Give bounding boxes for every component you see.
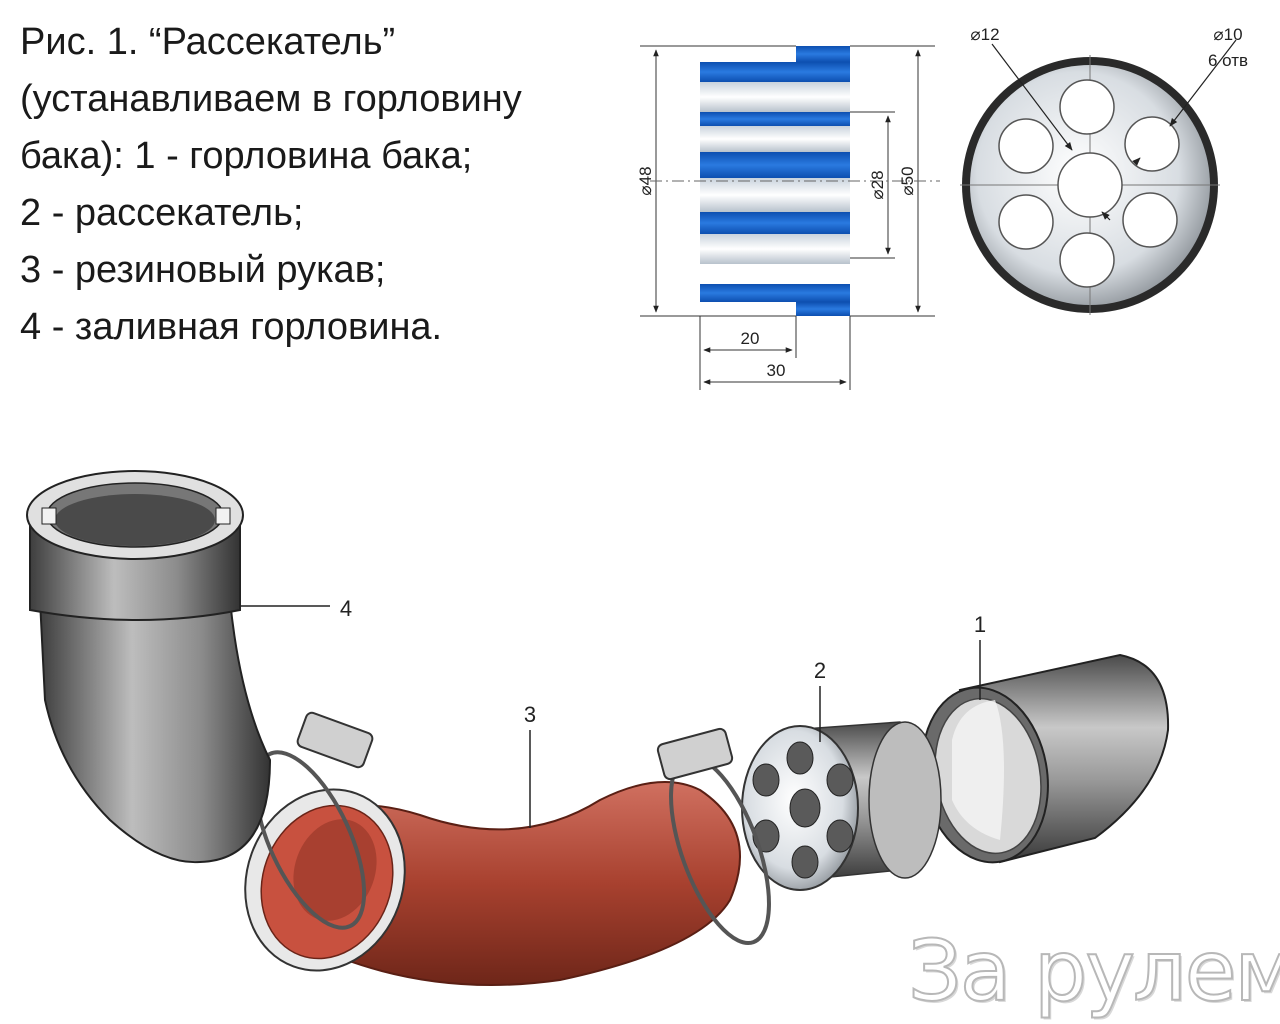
outer-hole: [1122, 192, 1178, 248]
tank-neck-pipe: [921, 653, 1170, 864]
callout-1: 1: [974, 612, 986, 637]
splitter-stripe: [700, 264, 850, 284]
watermark-logo: За рулем: [907, 922, 1280, 1020]
caption-line-3: бака): 1 - горловина бака;: [20, 135, 473, 177]
outer-hole: [1059, 79, 1115, 135]
hose-clamp-left: [253, 711, 374, 930]
dim-d12-label: ⌀12: [970, 25, 999, 44]
dim-d48-label: ⌀48: [636, 166, 655, 195]
center-hole: [1057, 152, 1123, 218]
dim-len20-label: 20: [741, 329, 760, 348]
splitter-side-view: ⌀48 ⌀28 ⌀50 20 30: [636, 45, 940, 390]
dim-len30-label: 30: [767, 361, 786, 380]
disc-holes: [998, 79, 1180, 288]
callout-3: 3: [524, 702, 536, 727]
splitter-stripe: [700, 152, 850, 178]
outer-hole: [998, 194, 1054, 250]
splitter-stripe: [700, 82, 850, 112]
outer-hole: [1059, 232, 1115, 288]
figure-caption: Рис. 1. “Рассекатель” (устанавливаем в г…: [20, 14, 640, 356]
splitter-stripe: [700, 234, 850, 264]
dim-d28-label: ⌀28: [868, 170, 887, 199]
dim-d10-label: ⌀10: [1213, 25, 1242, 44]
assembly-illustration: 4 3 2 1: [26, 470, 1170, 986]
holes-count-label: 6 отв: [1208, 51, 1248, 70]
caption-line-5: 3 - резиновый рукав;: [20, 249, 386, 291]
caption-line-1: Рис. 1. “Рассекатель”: [20, 21, 396, 63]
callout-2: 2: [814, 658, 826, 683]
splitter-stripe: [700, 178, 850, 212]
outer-hole: [998, 118, 1054, 174]
splitter-stripe: [700, 284, 850, 302]
splitter-stripe: [700, 126, 850, 152]
splitter-stripe: [796, 302, 850, 316]
splitter-stripe: [700, 112, 850, 126]
splitter-stripe: [700, 62, 850, 82]
dim-d50-label: ⌀50: [898, 166, 917, 195]
hose-clamp-right: [656, 727, 771, 946]
caption-line-6: 4 - заливная горловина.: [20, 306, 443, 348]
callout-4: 4: [340, 596, 352, 621]
splitter-part: [741, 721, 942, 891]
caption-line-2: (устанавливаем в горловину: [20, 78, 522, 120]
splitter-front-view: ⌀12 ⌀10 6 отв: [960, 25, 1248, 315]
splitter-stripe: [700, 212, 850, 234]
rubber-hose: [244, 781, 741, 986]
splitter-stripe: [796, 46, 850, 62]
filler-neck-elbow: [26, 470, 272, 864]
caption-line-4: 2 - рассекатель;: [20, 192, 304, 234]
